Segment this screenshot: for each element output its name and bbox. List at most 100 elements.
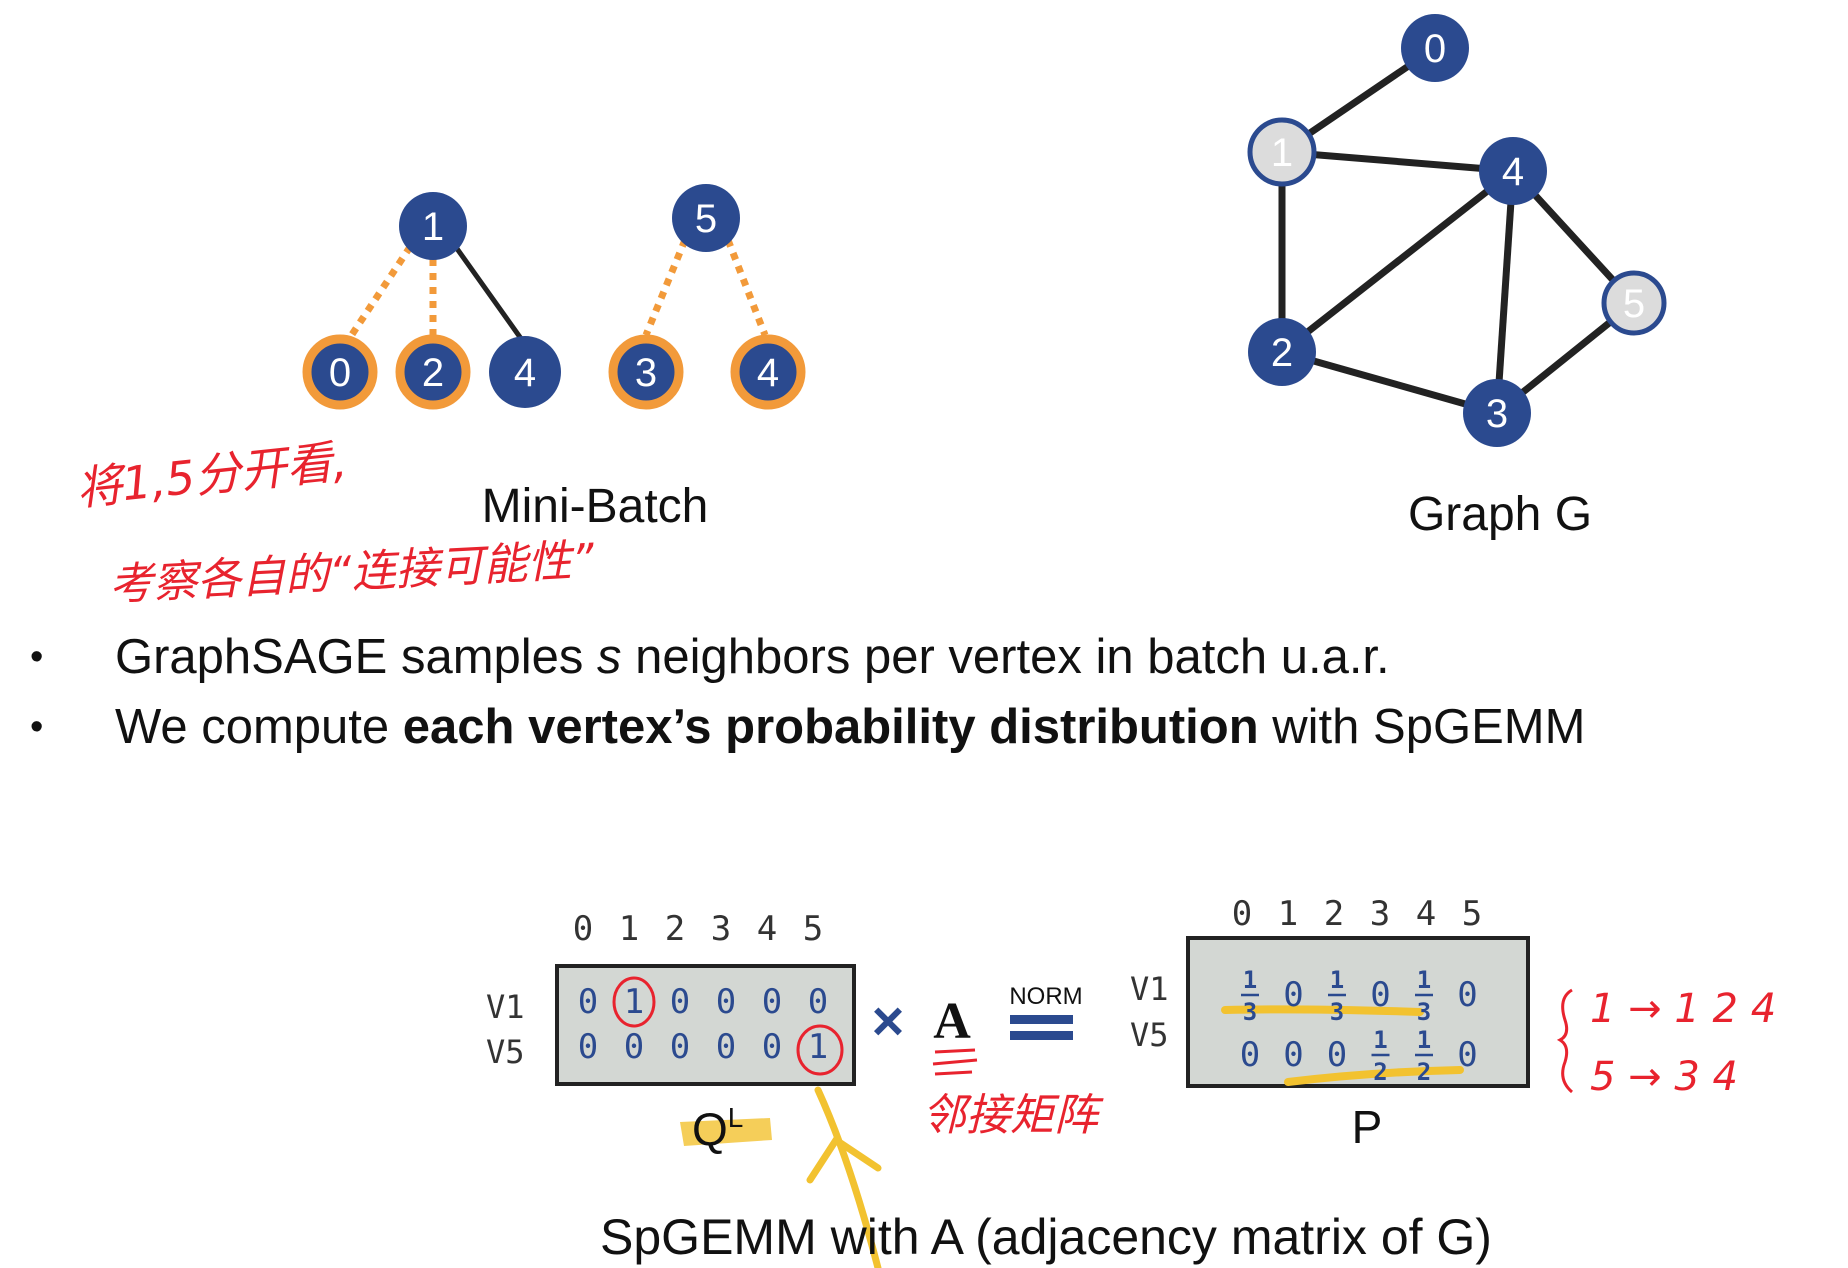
a-label: A: [933, 993, 971, 1050]
highlighter-stroke: [680, 1118, 772, 1146]
spgemm-equation: 0 1 2 3 4 5 V1 V5 0 1 0 0 0 0 0 0 0 0 0 …: [486, 894, 1776, 1268]
matrix-cell: 0: [1283, 1035, 1303, 1075]
column-header: 3: [1370, 894, 1390, 934]
column-header: 0: [573, 909, 593, 949]
batch-root-node: 1: [399, 192, 467, 260]
column-header: 3: [711, 909, 731, 949]
matrix-cell-fraction: 13: [1415, 966, 1433, 1026]
matrix-cell: 0: [670, 982, 690, 1022]
column-header: 4: [757, 909, 777, 949]
fraction-numerator: 1: [1373, 1026, 1387, 1054]
neighbor-node: 4: [489, 336, 561, 408]
matrix-cell: 0: [1327, 1035, 1347, 1075]
node-label: 3: [635, 351, 657, 395]
fraction-denominator: 3: [1417, 998, 1431, 1026]
matrix-cell: 0: [762, 1027, 782, 1067]
bullet-text-part: We compute: [115, 700, 403, 754]
graph-node: 0: [1401, 14, 1469, 82]
yellow-arrow: [806, 1086, 882, 1268]
node-label: 3: [1486, 392, 1508, 436]
column-header: 5: [803, 909, 823, 949]
node-label: 4: [1502, 150, 1524, 194]
sampled-neighbor-node: 2: [395, 334, 471, 410]
mini-batch-diagram: 1 5 0 2 4 3 4 Mini-Batch: [302, 184, 806, 533]
bullet-bold: each vertex’s probability distribution: [402, 700, 1259, 754]
bullet-dot: •: [30, 636, 44, 678]
matrix-cell: 0: [1370, 975, 1390, 1015]
graph-node-batch: 1: [1247, 117, 1317, 187]
q-label: QL: [692, 1102, 743, 1155]
red-underline: [932, 1058, 978, 1066]
q-label-main: Q: [692, 1103, 728, 1155]
edge: [445, 234, 525, 342]
column-header: 2: [1324, 894, 1344, 934]
matrix-cell-fraction: 13: [1241, 966, 1259, 1026]
column-header: 1: [1278, 894, 1298, 934]
node-label: 2: [1271, 331, 1293, 375]
row-label: V1: [1130, 970, 1169, 1008]
matrix-cell-fraction: 12: [1415, 1026, 1433, 1086]
matrix-cell: 0: [1283, 975, 1303, 1015]
node-label: 1: [422, 205, 444, 249]
p-label: P: [1352, 1101, 1383, 1153]
q-matrix-box: [555, 964, 856, 1086]
handwritten-note-1: 将1,5分开看,: [74, 434, 350, 516]
handwritten-mapping-2: 5 → 3 4: [1590, 1054, 1738, 1100]
bullet-text-part: with SpGEMM: [1258, 700, 1586, 754]
fraction-denominator: 3: [1243, 998, 1257, 1026]
sampled-neighbor-node: 4: [730, 334, 806, 410]
graph-node-batch: 5: [1601, 270, 1667, 336]
fraction-denominator: 2: [1417, 1058, 1431, 1086]
column-header: 1: [619, 909, 639, 949]
bullet-dot: •: [30, 706, 44, 748]
row-label: V1: [486, 988, 525, 1026]
handwritten-brace: [1556, 988, 1574, 1094]
node-label: 4: [757, 351, 779, 395]
graph-node: 2: [1248, 318, 1316, 386]
fraction-numerator: 1: [1330, 966, 1344, 994]
graph-edge: [1279, 168, 1516, 355]
graph-node: 3: [1463, 379, 1531, 447]
node-label: 5: [695, 197, 717, 241]
red-underline: [934, 1070, 973, 1076]
sampled-edge: [342, 233, 421, 347]
graph-node: 4: [1479, 137, 1547, 205]
fraction-numerator: 1: [1417, 966, 1431, 994]
matrix-cell-fraction: 12: [1371, 1026, 1390, 1086]
fraction-numerator: 1: [1243, 966, 1257, 994]
sampled-neighbor-node: 3: [608, 334, 684, 410]
bullet-text: We compute each vertex’s probability dis…: [115, 692, 1585, 762]
handwritten-note-2: 考察各自的“连接可能性”: [108, 535, 597, 611]
red-circle-annotation: [796, 1024, 844, 1076]
equals-bar: [1010, 1031, 1073, 1040]
column-header: 5: [1462, 894, 1482, 934]
node-label: 1: [1271, 131, 1293, 175]
fraction-denominator: 3: [1330, 998, 1344, 1026]
matrix-cell: 1: [624, 982, 644, 1022]
matrix-cell: 0: [1457, 975, 1477, 1015]
fraction-numerator: 1: [1417, 1026, 1431, 1054]
highlighter-stroke: [1284, 1066, 1464, 1086]
matrix-cell: 0: [762, 982, 782, 1022]
adjacency-handwritten-note: 邻接矩阵: [922, 1090, 1104, 1141]
batch-root-node: 5: [672, 184, 740, 252]
p-column-headers: 0 1 2 3 4 5: [1232, 894, 1482, 934]
bullet-item: • GraphSAGE samples s neighbors per vert…: [30, 622, 1830, 692]
matrix-cell: 0: [716, 982, 736, 1022]
node-label: 2: [422, 351, 444, 395]
matrix-cell: 0: [670, 1027, 690, 1067]
matrix-cell: 0: [1240, 1035, 1260, 1075]
bullet-text: GraphSAGE samples s neighbors per vertex…: [115, 622, 1390, 692]
q-matrix-cells: 0 1 0 0 0 0 0 0 0 0 0 1: [578, 982, 828, 1067]
handwritten-mapping-1: 1 → 1 2 4: [1590, 986, 1776, 1032]
matrix-cell: 0: [1457, 1035, 1477, 1075]
q-column-headers: 0 1 2 3 4 5: [573, 909, 823, 949]
matrix-cell: 0: [624, 1027, 644, 1067]
graph-g-caption: Graph G: [1408, 488, 1592, 541]
fraction-denominator: 2: [1373, 1058, 1387, 1086]
column-header: 2: [665, 909, 685, 949]
spgemm-caption: SpGEMM with A (adjacency matrix of G): [600, 1209, 1492, 1265]
bullet-item: • We compute each vertex’s probability d…: [30, 692, 1830, 762]
bullet-emphasis: s: [597, 630, 622, 684]
